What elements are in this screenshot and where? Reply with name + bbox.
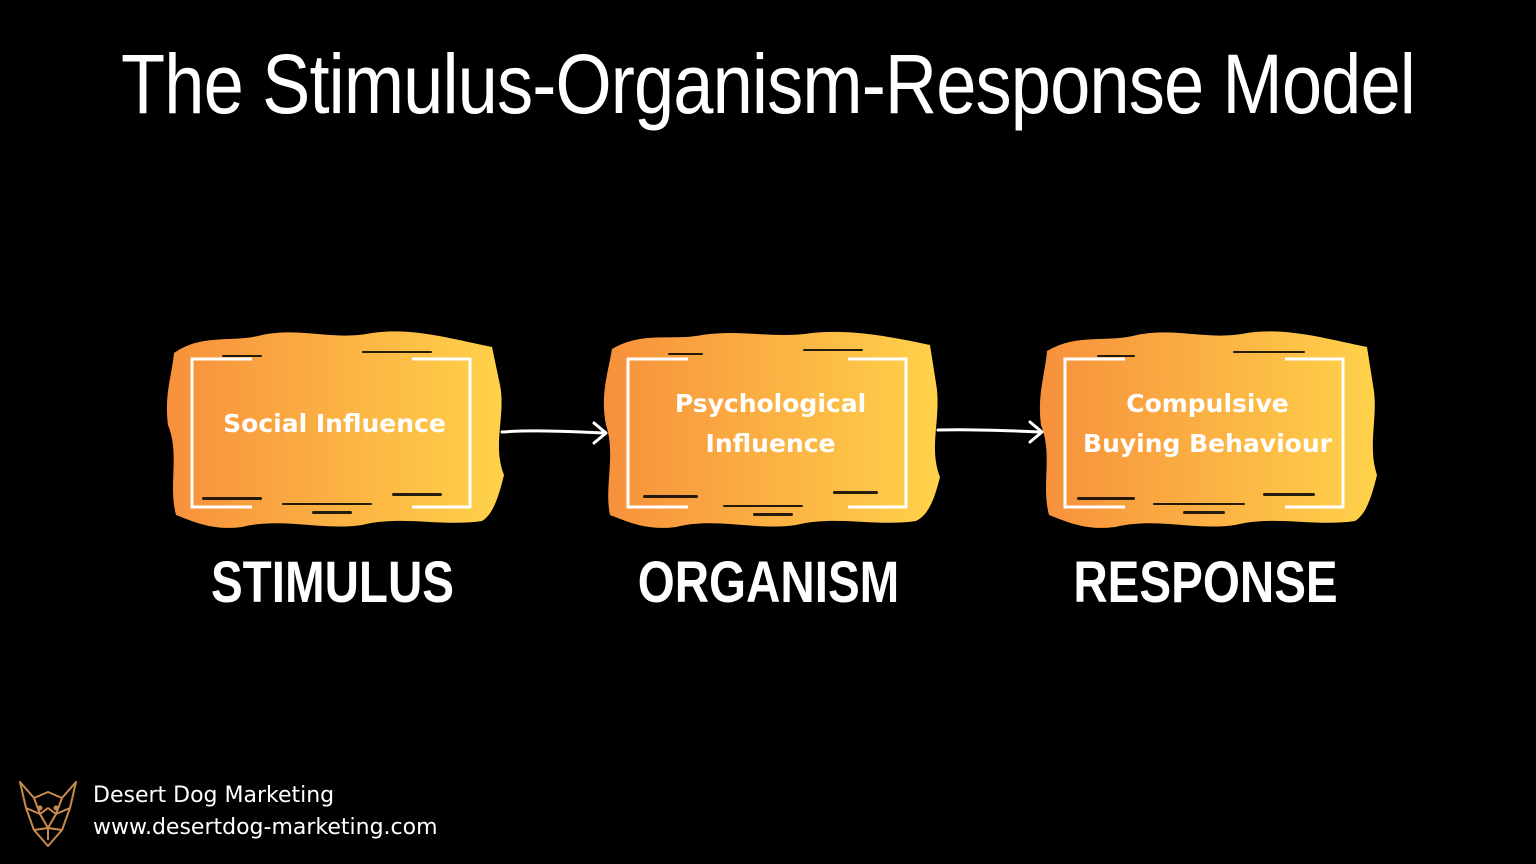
- footer: Desert Dog Marketing www.desertdog-marke…: [12, 778, 472, 850]
- node-label-line: Compulsive: [1126, 389, 1289, 418]
- response-box: Compulsive Buying Behaviour: [1035, 325, 1380, 535]
- node-label-line: Influence: [705, 429, 836, 458]
- brush-stroke-shape: [166, 331, 504, 528]
- stimulus-box: Social Influence: [162, 325, 507, 535]
- node-label-line: Social Influence: [223, 409, 446, 438]
- stage-label-organism: ORGANISM: [637, 550, 900, 615]
- dog-head-icon: [19, 781, 77, 847]
- stage-label-stimulus: STIMULUS: [210, 550, 455, 615]
- node-label-line: Buying Behaviour: [1083, 429, 1332, 458]
- page-title: The Stimulus-Organism-Response Model: [121, 37, 1416, 131]
- brush-stroke-shape: [603, 331, 940, 528]
- node-text: Compulsive Buying Behaviour: [1065, 349, 1350, 499]
- brand-url: www.desertdog-marketing.com: [93, 815, 438, 840]
- node-text: Psychological Influence: [628, 349, 913, 499]
- node-label-line: Psychological: [674, 389, 867, 418]
- node-text: Social Influence: [192, 349, 477, 499]
- brush-stroke-shape: [1039, 331, 1377, 528]
- arrow-right-icon: [936, 420, 1044, 444]
- organism-box: Psychological Influence: [598, 325, 943, 535]
- brand-name: Desert Dog Marketing: [93, 783, 335, 808]
- arrow-right-icon: [500, 421, 608, 445]
- stage-label-response: RESPONSE: [1073, 550, 1338, 615]
